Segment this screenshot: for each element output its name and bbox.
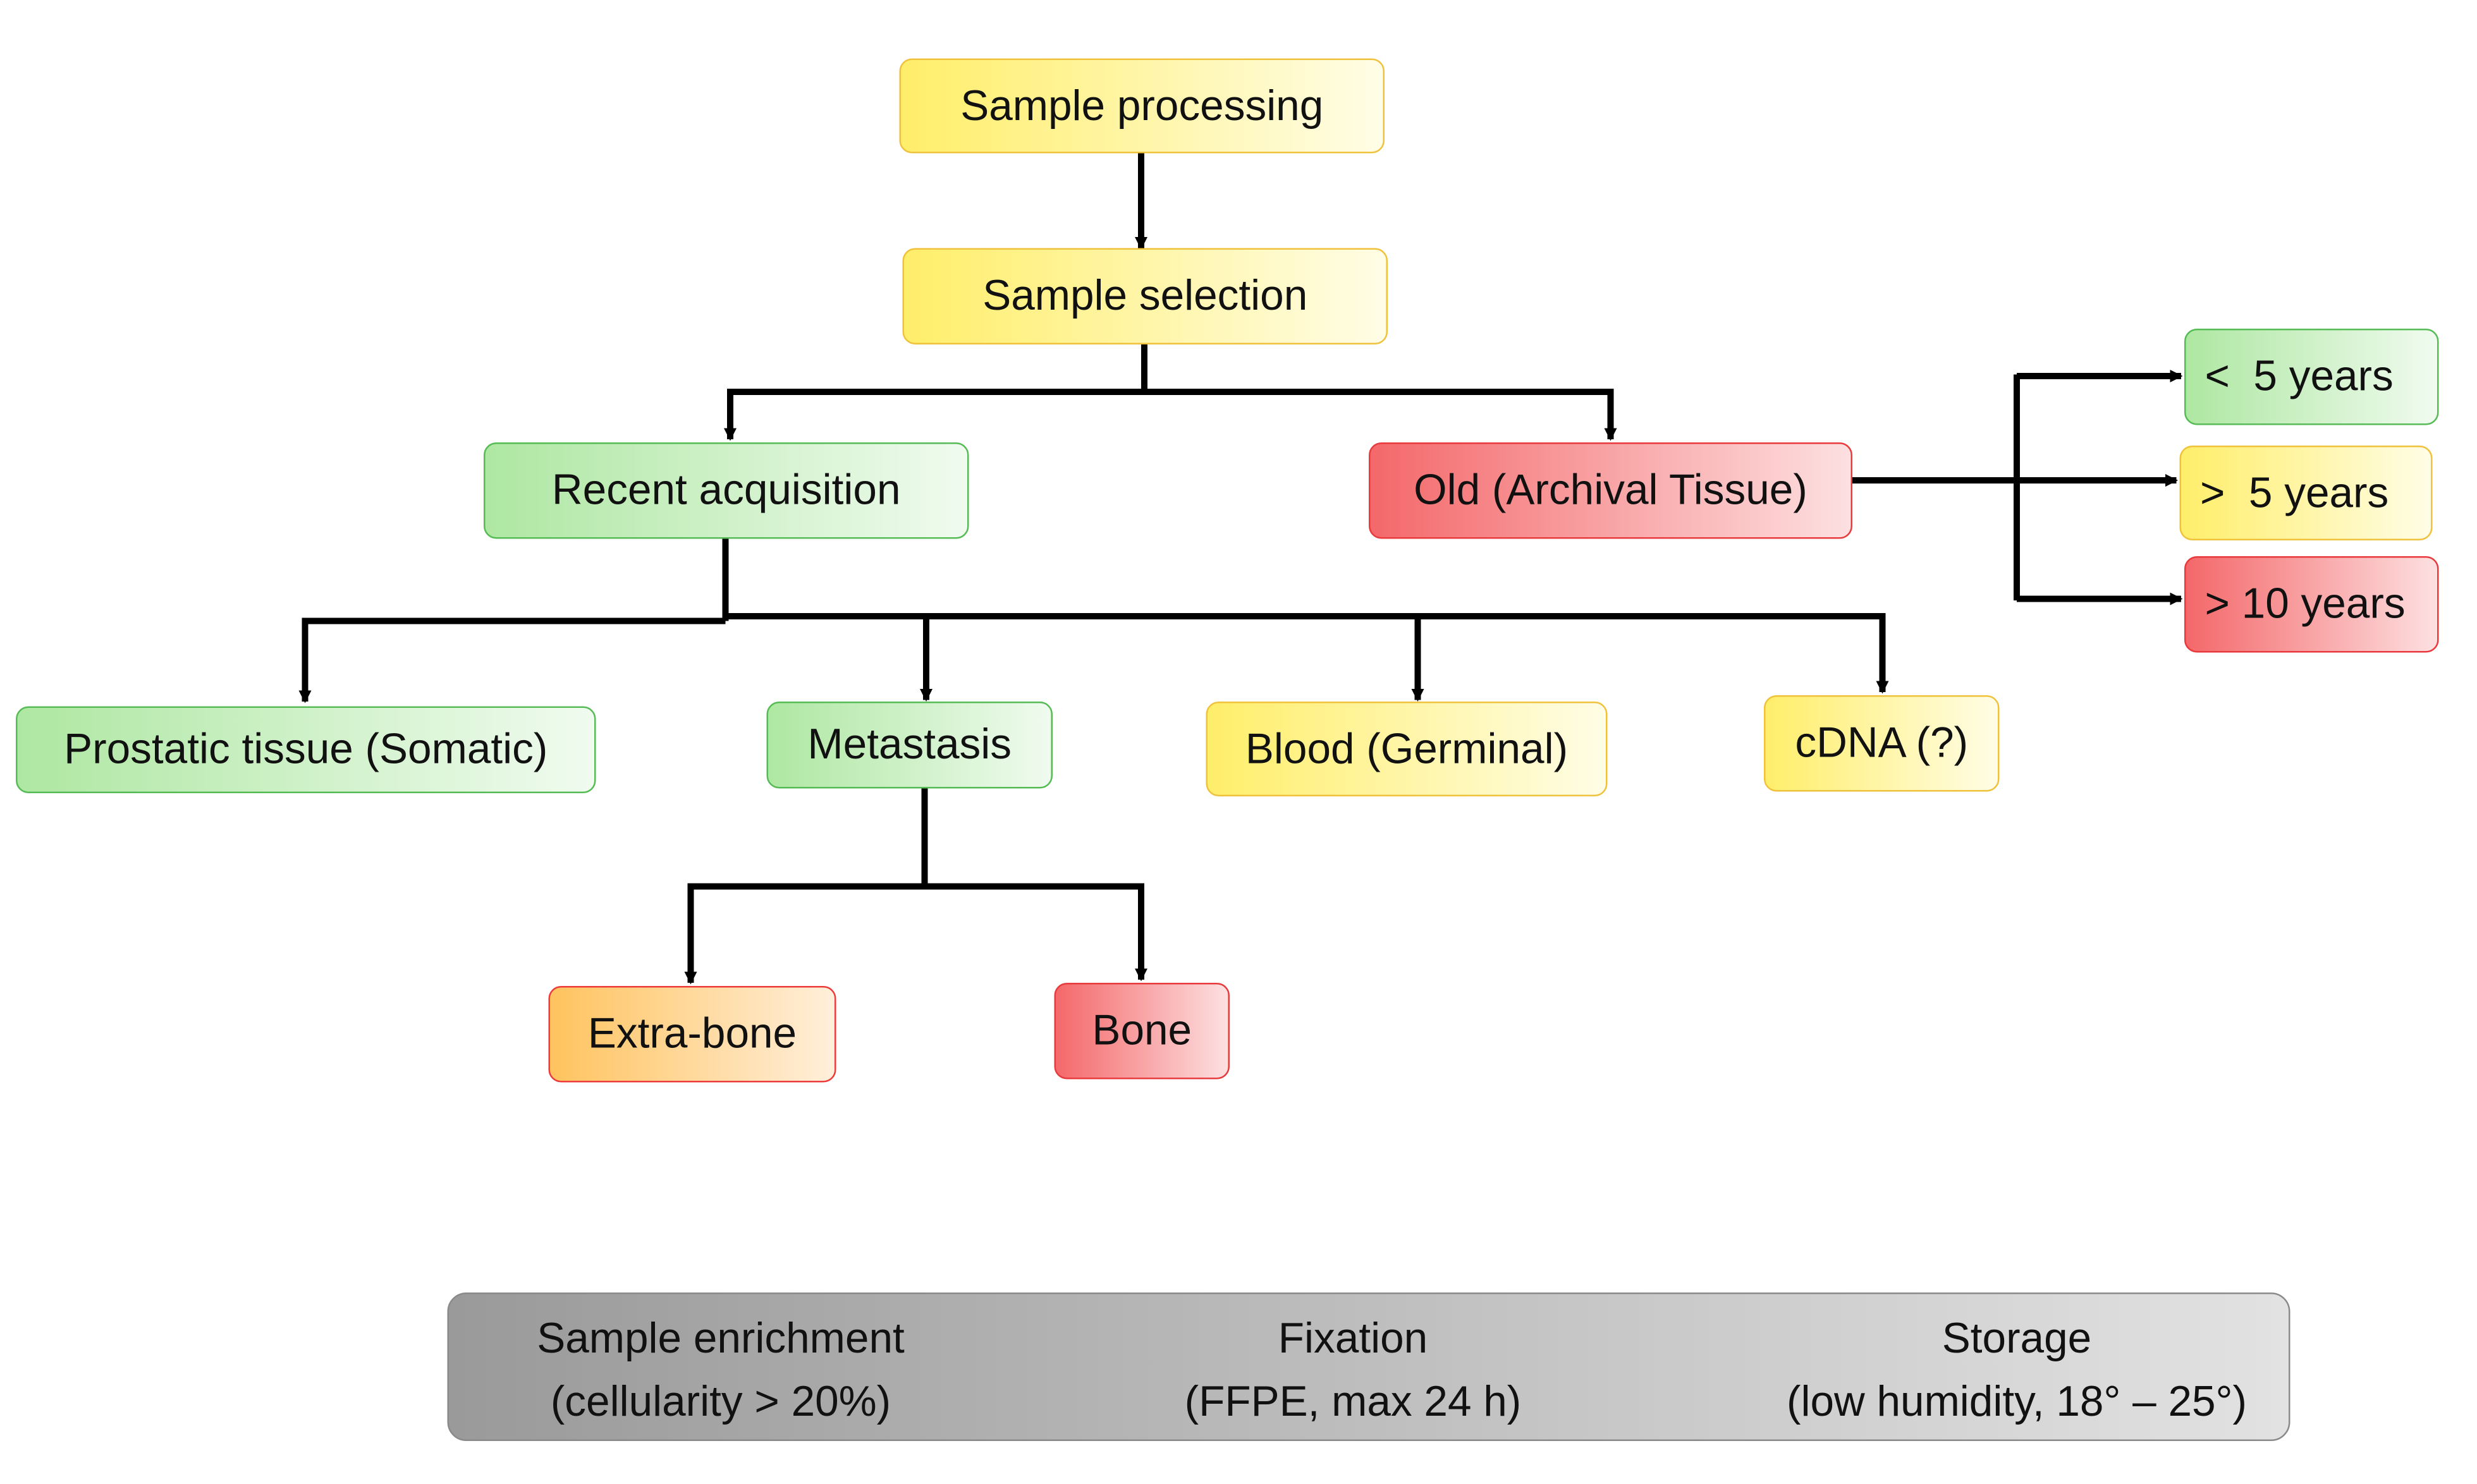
node-sample-processing: Sample processing: [899, 58, 1385, 154]
process-step-storage: Storage (low humidity, 18° – 25°): [1756, 1307, 2278, 1433]
process-step-storage-detail: (low humidity, 18° – 25°): [1786, 1378, 2248, 1425]
node-metastasis-label: Metastasis: [807, 721, 1012, 768]
node-greater-than-5-years-label: > 5 years: [2200, 468, 2389, 516]
process-step-fixation-title: Fixation: [1278, 1315, 1428, 1362]
process-step-sample-enrichment: Sample enrichment (cellularity > 20%): [508, 1307, 934, 1433]
node-sample-selection: Sample selection: [902, 248, 1388, 344]
process-step-sample-enrichment-detail: (cellularity > 20%): [550, 1378, 891, 1425]
node-extra-bone-label: Extra-bone: [587, 1009, 797, 1057]
node-bone-label: Bone: [1092, 1006, 1192, 1054]
node-blood-germinal: Blood (Germinal): [1206, 702, 1608, 796]
node-extra-bone: Extra-bone: [548, 986, 836, 1083]
process-step-storage-title: Storage: [1942, 1315, 2092, 1362]
node-greater-than-10-years-label: > 10 years: [2205, 580, 2406, 628]
process-step-fixation-detail: (FFPE, max 24 h): [1184, 1378, 1522, 1425]
node-less-than-5-years-label: < 5 years: [2205, 352, 2394, 400]
node-old-archival-tissue-label: Old (Archival Tissue): [1414, 466, 1807, 514]
node-sample-processing-label: Sample processing: [960, 81, 1324, 129]
node-sample-selection-label: Sample selection: [982, 272, 1308, 319]
process-steps-bar: Sample enrichment (cellularity > 20%) Fi…: [447, 1292, 2290, 1441]
node-greater-than-10-years: > 10 years: [2184, 556, 2439, 653]
node-cdna: cDNA (?): [1764, 695, 2000, 792]
process-step-fixation: Fixation (FFPE, max 24 h): [1163, 1307, 1543, 1433]
node-prostatic-tissue-label: Prostatic tissue (Somatic): [64, 725, 548, 773]
node-less-than-5-years: < 5 years: [2184, 329, 2439, 425]
node-recent-acquisition: Recent acquisition: [484, 442, 969, 539]
node-old-archival-tissue: Old (Archival Tissue): [1369, 442, 1852, 539]
node-recent-acquisition-label: Recent acquisition: [551, 466, 901, 514]
process-step-sample-enrichment-title: Sample enrichment: [537, 1315, 905, 1362]
node-bone: Bone: [1054, 983, 1230, 1080]
node-greater-than-5-years: > 5 years: [2179, 446, 2433, 540]
node-prostatic-tissue: Prostatic tissue (Somatic): [16, 706, 596, 793]
node-cdna-label: cDNA (?): [1795, 719, 1969, 767]
node-blood-germinal-label: Blood (Germinal): [1245, 724, 1569, 772]
node-metastasis: Metastasis: [766, 702, 1053, 789]
